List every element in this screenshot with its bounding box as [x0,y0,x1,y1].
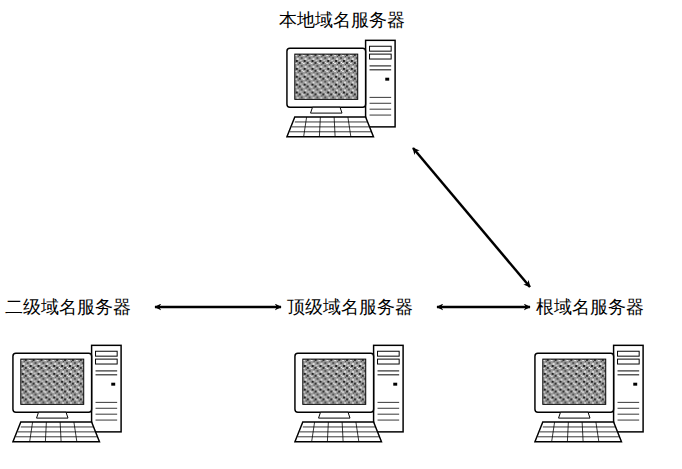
server-label: 顶级域名服务器 [285,295,415,319]
query-arrow [155,306,281,309]
server-node: 本地域名服务器 [277,8,407,142]
server-label: 本地域名服务器 [277,8,407,32]
computer-icon [531,343,649,447]
server-label: 二级域名服务器 [3,295,133,319]
server-node: 二级域名服务器 [3,295,133,447]
server-label: 根域名服务器 [534,295,646,319]
server-node: 顶级域名服务器 [285,295,415,447]
query-arrow [413,148,530,287]
query-arrow [437,306,530,309]
computer-icon [283,38,401,142]
computer-icon [291,343,409,447]
computer-icon [9,343,127,447]
server-node: 根域名服务器 [531,295,649,447]
